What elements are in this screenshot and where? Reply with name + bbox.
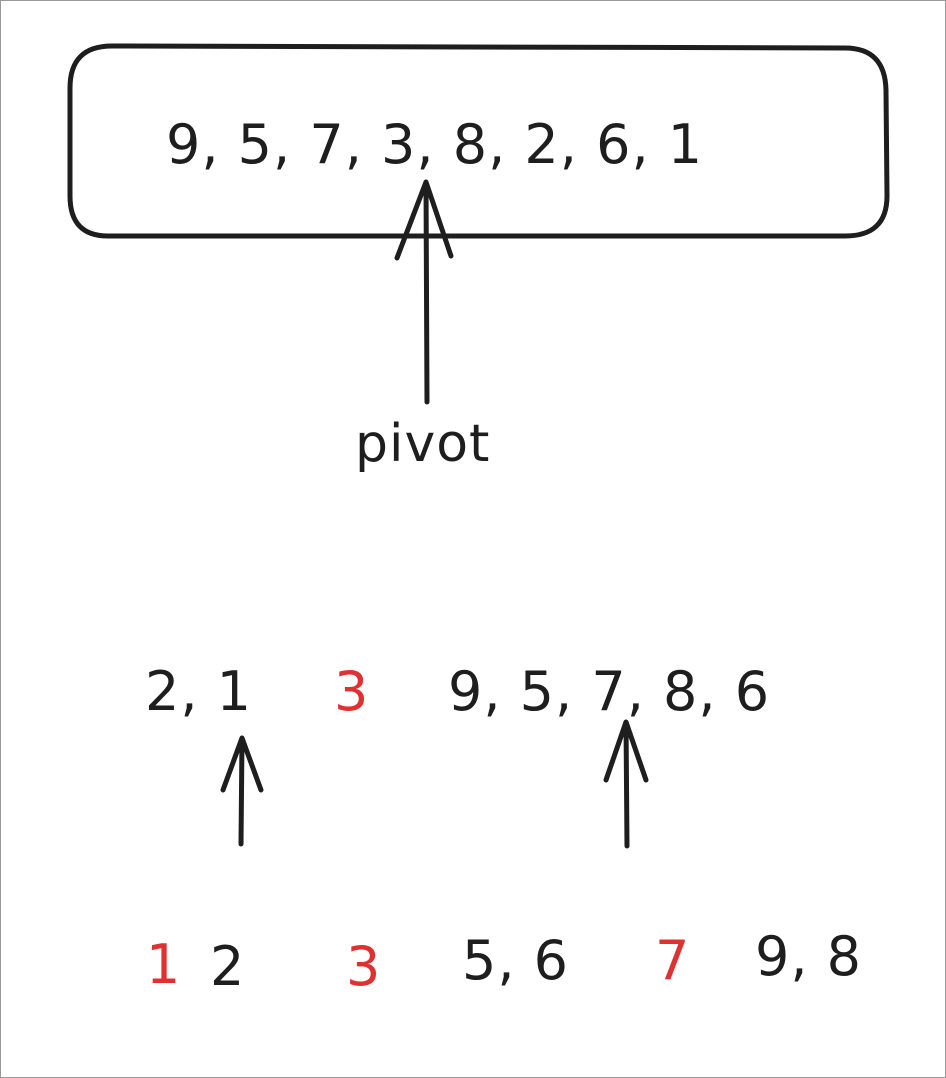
step2-right-left-partition: 5, 6: [462, 929, 570, 992]
step2-value-2: 2: [210, 935, 246, 998]
left-partition-arrow: [220, 735, 264, 847]
step2-right-right-partition: 9, 8: [755, 925, 863, 988]
step2-pivot-3: 3: [346, 935, 382, 998]
step1-right-partition: 9, 5, 7, 8, 6: [448, 660, 771, 723]
original-array: 9, 5, 7, 3, 8, 2, 6, 1: [166, 113, 704, 176]
step1-pivot: 3: [334, 660, 370, 723]
step1-left-partition: 2, 1: [145, 660, 253, 723]
right-partition-arrow: [603, 719, 649, 849]
step2-pivot-7: 7: [655, 929, 691, 992]
step2-pivot-1: 1: [146, 933, 182, 996]
pivot-arrow: [394, 179, 454, 405]
array-box-outline: [67, 43, 890, 239]
pivot-label: pivot: [355, 414, 491, 474]
